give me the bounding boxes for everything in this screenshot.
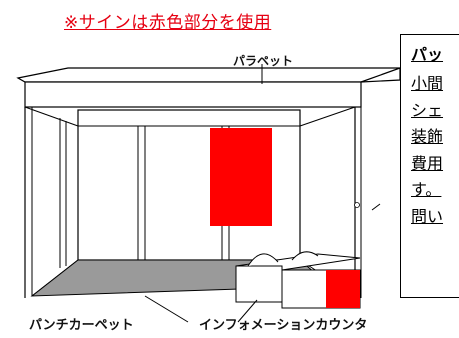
information-counter	[235, 251, 361, 309]
note-line: す。	[411, 180, 442, 199]
parapet-front	[24, 81, 362, 108]
note-line: シェ	[411, 100, 444, 120]
label-information-counter: インフォメーションカウンタ	[199, 318, 368, 333]
note-line: 費用	[411, 153, 444, 173]
note-line: 問い	[411, 206, 444, 226]
note-line: 装飾	[411, 127, 444, 146]
sign-area-counter	[326, 270, 360, 308]
sign-area-back-wall	[210, 128, 272, 226]
sign-usage-caption: ※サインは赤色部分を使用	[64, 13, 272, 33]
note-title: パッ	[411, 45, 444, 64]
counter-leader-line	[237, 299, 258, 323]
carpet-leader-line	[144, 295, 189, 323]
parapet	[16, 67, 401, 108]
label-punch-carpet: パンチカーペット	[29, 318, 134, 333]
label-parapet: パラペット	[233, 54, 294, 68]
package-note-box: パッ 小間 シェ 装飾 費用 す。 問い	[400, 34, 459, 298]
note-line: 小間	[411, 74, 444, 93]
